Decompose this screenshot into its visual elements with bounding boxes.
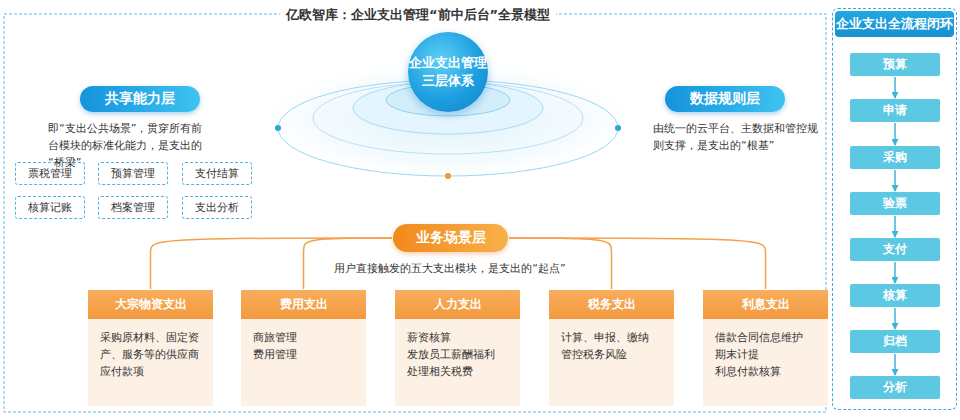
capability-box: 支付结算 [182,162,252,185]
capability-box: 核算记账 [15,196,85,219]
scenario-card: 人力支出薪资核算发放员工薪酬福利处理相关税费 [395,290,520,406]
node-label: 人力支出 [395,290,520,319]
node-label: 企业支出管理 三层体系 [408,54,488,89]
node-label: 采购 [883,149,907,166]
card-item: 期末计提 [703,346,828,363]
card-item: 费用管理 [241,346,366,363]
node-label: 费用支出 [241,290,366,319]
capability-box: 档案管理 [98,196,168,219]
layer-pill: 业务场景层 [393,224,508,252]
orbit-dot [615,125,621,131]
process-step: 申请 [850,99,940,122]
card-item: 借款合同信息维护 [703,319,828,346]
flow-arrow [894,216,896,237]
scenario-card: 费用支出商旅管理费用管理 [241,290,366,406]
scenario-card: 利息支出借款合同信息维护期末计提利息付款核算 [703,290,828,406]
card-item: 薪资核算 [395,319,520,346]
node-label: 支付结算 [195,166,239,181]
card-item: 发放员工薪酬福利 [395,346,520,363]
orbit-dot [275,125,281,131]
card-item: 采购原材料、固定资产、服务等的供应商应付款项 [88,319,213,380]
node-label: 分析 [883,379,907,396]
process-step: 采购 [850,146,940,169]
node-label: 支付 [883,241,907,258]
node-label: 档案管理 [111,200,155,215]
node-label: 归档 [883,333,907,350]
process-step: 支付 [850,238,940,261]
layer-description: 用户直接触发的五大支出模块，是支出的“起点” [290,260,610,277]
hub-circle: 企业支出管理 三层体系 [408,32,488,112]
node-label: 大宗物资支出 [88,290,213,319]
process-step: 归档 [850,330,940,353]
scenario-card: 大宗物资支出采购原材料、固定资产、服务等的供应商应付款项 [88,290,213,406]
process-step: 预算 [850,53,940,76]
node-label: 数据规则层 [690,90,760,108]
layer-pill: 共享能力层 [80,86,200,112]
node-label: 预算 [883,56,907,73]
card-item: 利息付款核算 [703,363,828,380]
node-label: 申请 [883,102,907,119]
node-label: 业务场景层 [416,229,486,247]
node-label: 共享能力层 [105,90,175,108]
node-label: 预算管理 [111,166,155,181]
card-item: 商旅管理 [241,319,366,346]
capability-box: 预算管理 [98,162,168,185]
layer-description: 由统一的云平台、主数据和管控规则支撑，是支出的“根基” [653,120,818,154]
node-label: 税务支出 [549,290,674,319]
process-panel: 企业支出全流程闭环预算申请采购验票支付核算归档分析 [832,8,957,410]
process-step: 核算 [850,284,940,307]
card-item: 管控税务风险 [549,346,674,363]
flow-arrow [894,262,896,283]
node-label: 支出分析 [195,200,239,215]
capability-box: 支出分析 [182,196,252,219]
layer-pill: 数据规则层 [665,86,785,112]
layer-description: 即“支出公共场景”，贯穿所有前台模块的标准化能力，是支出的“桥梁” [48,120,208,171]
flow-arrow [894,123,896,145]
card-item: 处理相关税费 [395,363,520,380]
flow-arrow [894,170,896,191]
node-label: 验票 [883,195,907,212]
card-item: 计算、申报、缴纳 [549,319,674,346]
node-label: 核算 [883,287,907,304]
process-step: 验票 [850,192,940,215]
node-label: 企业支出全流程闭环 [835,11,954,37]
diagram-title: 亿欧智库：企业支出管理“前中后台”全景模型 [280,6,556,24]
flow-arrow [894,77,896,98]
scenario-card: 税务支出计算、申报、缴纳管控税务风险 [549,290,674,406]
orbit-dot [445,173,451,179]
flow-arrow [894,354,896,375]
process-step: 分析 [850,376,940,399]
flow-arrow [894,308,896,329]
node-label: 利息支出 [703,290,828,319]
node-label: 核算记账 [28,200,72,215]
